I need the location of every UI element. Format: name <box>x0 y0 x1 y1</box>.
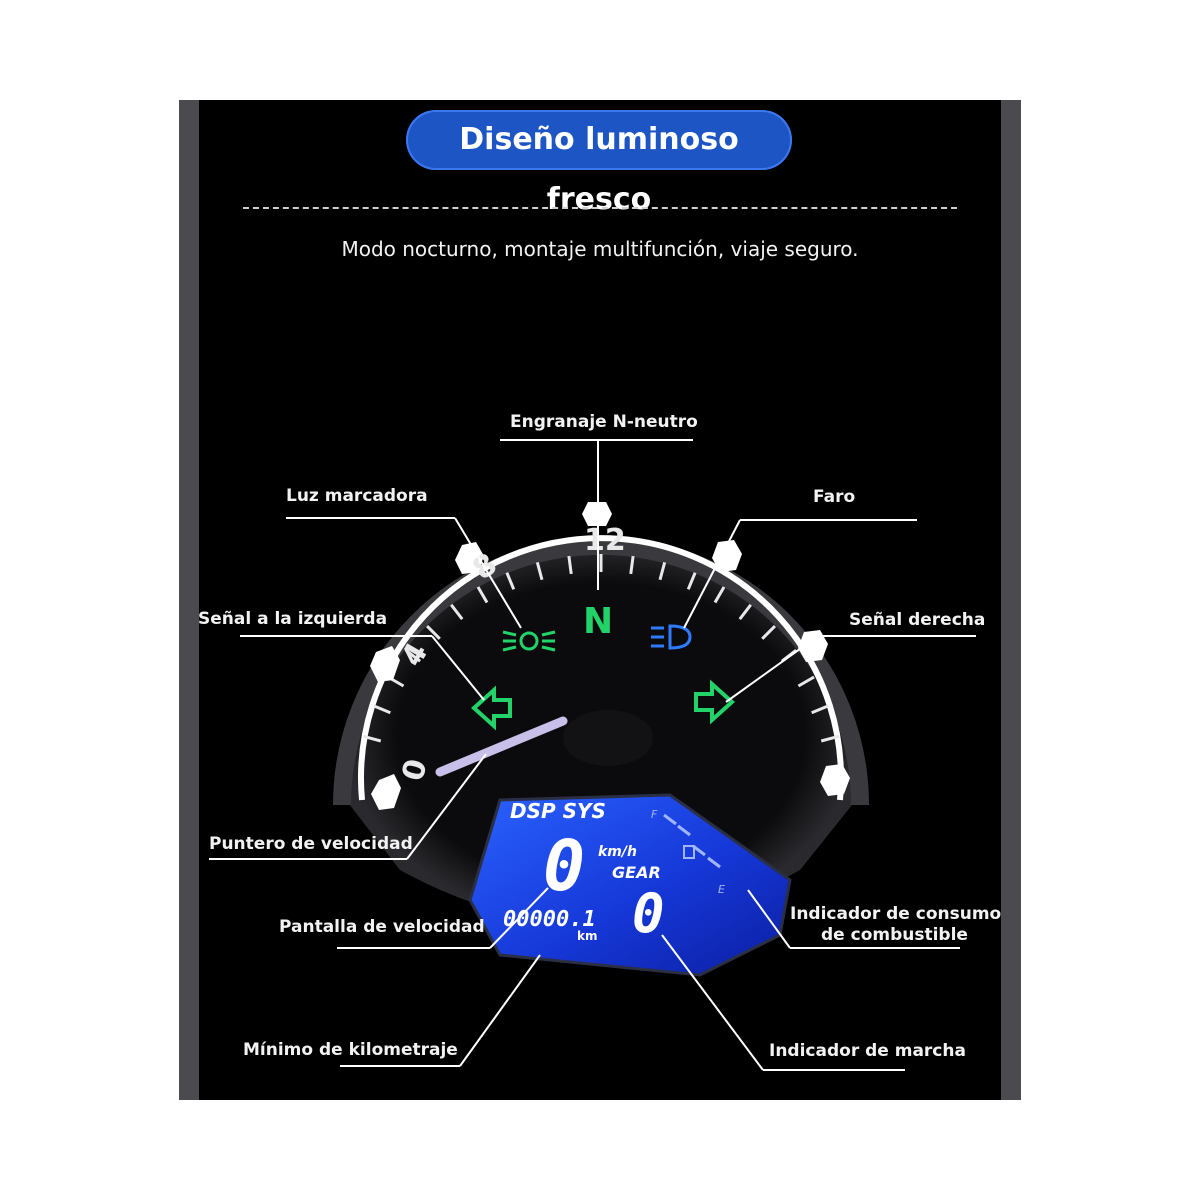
minor-tick <box>811 704 829 715</box>
callout-lines <box>209 439 976 1071</box>
marker-light-icon <box>502 630 556 652</box>
dial-rim <box>333 537 869 806</box>
scale-bead <box>370 646 400 682</box>
lcd-gear-value: 0 <box>632 882 665 945</box>
lcd-gear-label: GEAR <box>612 863 661 882</box>
lcd-speed-value: 0 <box>543 825 585 907</box>
minor-tick <box>535 561 544 581</box>
minor-tick <box>362 734 382 743</box>
scale-bead <box>798 630 828 662</box>
left-signal-icon <box>471 685 512 731</box>
lcd-fuel-empty: E <box>718 883 725 896</box>
lcd-system-label: DSP SYS <box>510 799 606 823</box>
callout-fuel-line1: Indicador de consumo <box>790 904 1001 924</box>
fuel-pump-icon <box>683 845 695 859</box>
subtitle: Modo nocturno, montaje multifunción, via… <box>341 237 859 261</box>
lcd-display <box>468 793 792 977</box>
callout-right-signal: Señal derecha <box>849 610 985 630</box>
headlight-icon <box>651 624 692 650</box>
scale-bead <box>820 764 850 796</box>
minor-tick <box>567 555 573 575</box>
callout-odometer: Mínimo de kilometraje <box>243 1040 458 1060</box>
minor-tick <box>797 675 815 688</box>
callout-neutral: Engranaje N-neutro <box>510 412 698 432</box>
right-signal-icon <box>694 679 735 725</box>
minor-ticks <box>362 554 840 743</box>
scale-bead <box>455 542 484 574</box>
lcd-fuel-full: F <box>651 808 658 821</box>
minor-tick <box>761 624 777 640</box>
dashed-divider <box>243 207 957 209</box>
callout-fuel-line2: de combustible <box>821 925 968 945</box>
minor-tick <box>629 555 635 575</box>
scale-label-6: 12 <box>584 523 626 558</box>
neutral-indicator: N <box>583 601 613 642</box>
minor-tick <box>373 704 391 715</box>
speed-needle <box>435 716 568 777</box>
minor-tick <box>425 624 441 640</box>
title-pill: Diseño luminoso fresco <box>406 110 792 217</box>
minor-tick <box>404 649 422 663</box>
callout-speed-display: Pantalla de velocidad <box>279 917 485 937</box>
callout-speed-pointer: Puntero de velocidad <box>209 834 413 854</box>
minor-tick <box>505 572 516 590</box>
minor-tick <box>686 572 697 590</box>
minor-tick <box>738 603 752 621</box>
right-border <box>1001 100 1021 1100</box>
lcd-speed-unit: km/h <box>598 844 637 860</box>
scale-bead <box>712 540 742 572</box>
lcd-odometer-unit: km <box>577 929 597 943</box>
minor-tick <box>820 734 840 743</box>
scale-bead <box>371 774 401 810</box>
callout-marker-light: Luz marcadora <box>286 486 428 506</box>
left-border <box>179 100 199 1100</box>
minor-tick <box>658 561 667 581</box>
minor-tick <box>450 603 464 621</box>
callout-headlight: Faro <box>813 487 855 507</box>
callout-gear-indicator: Indicador de marcha <box>769 1041 966 1061</box>
callout-left-signal: Señal a la izquierda <box>198 609 387 629</box>
needle-hub <box>563 710 653 766</box>
minor-tick <box>476 586 489 604</box>
minor-tick <box>713 586 726 604</box>
